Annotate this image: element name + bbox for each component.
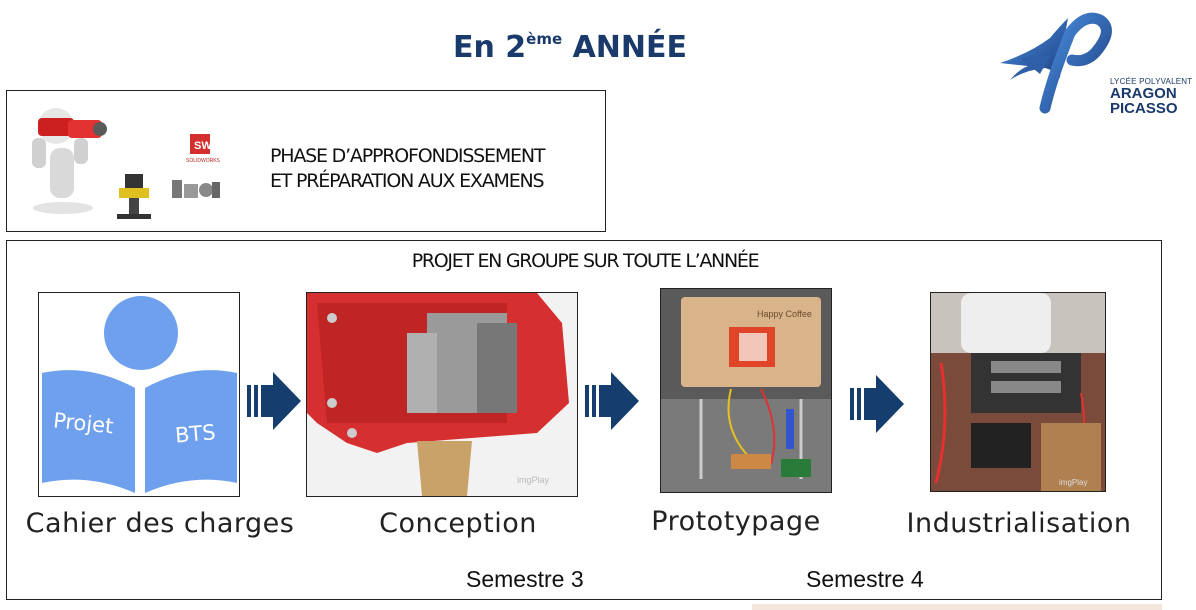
bottom-strip [752,604,1162,610]
solidworks-parts-image: SW SOLIDWORKS [172,134,221,198]
svg-text:SW: SW [194,140,212,152]
logo-text: LYCÉE POLYVALENT ARAGON PICASSO [1110,77,1193,117]
industrialisation-panel: imgPlay [930,292,1106,492]
phase-text: PHASE D’APPROFONDISSEMENT ET PRÉPARATION… [270,145,545,192]
svg-text:imgPlay: imgPlay [517,475,550,485]
school-logo [1000,12,1112,114]
book-right-word: BTS [174,420,217,447]
conception-panel: imgPlay [306,292,578,497]
prototype-panel: Happy Coffee [660,288,832,493]
binocular-figure-image [32,108,107,214]
arrow-right-icon [850,375,904,433]
arrow-right-icon [247,372,301,430]
book-reader-icon: Projet BTS [42,296,237,493]
step-label-industrialisation: Industrialisation [906,508,1132,539]
prototype-photo: Happy Coffee [661,289,831,492]
intro-box [6,90,606,232]
project-title: PROJET EN GROUPE SUR TOUTE L’ANNÉE [411,250,760,272]
step-label-conception: Conception [379,508,537,539]
step-label-cahier: Cahier des charges [25,508,295,539]
milling-machine-image [117,174,151,219]
svg-text:SOLIDWORKS: SOLIDWORKS [186,158,221,164]
project-box [6,240,1162,600]
arrow-right-icon [585,372,639,430]
semester-4-label: Semestre 4 [806,566,924,592]
svg-text:imgPlay: imgPlay [1059,478,1087,487]
specifications-panel: Projet BTS [38,292,240,497]
industrial-machine-photo: imgPlay [931,293,1105,491]
cad-model-image: imgPlay [307,293,577,496]
step-label-prototypage: Prototypage [651,506,821,537]
board-text: Happy Coffee [757,309,812,319]
page-title: En 2ème ANNÉE [452,30,688,65]
semester-3-label: Semestre 3 [466,566,584,592]
